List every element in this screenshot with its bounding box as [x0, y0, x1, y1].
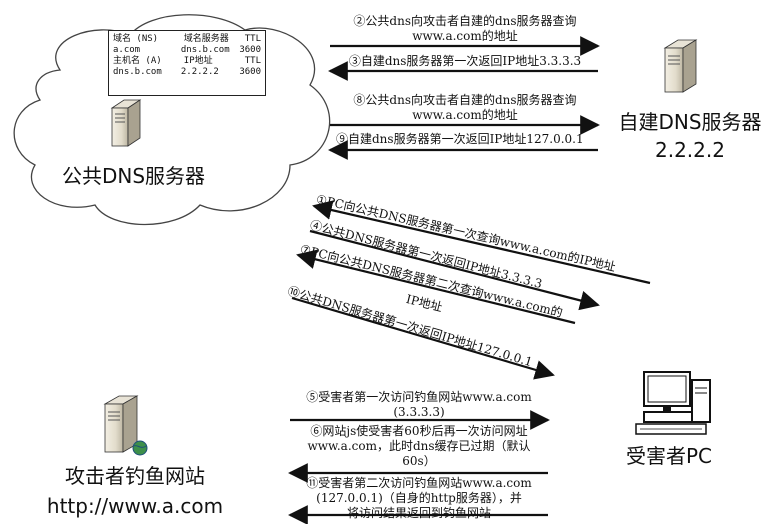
dns-cell: 2.2.2.2: [180, 67, 219, 77]
phishing-site-label: 攻击者钓鱼网站: [65, 464, 205, 488]
dns-cell: IP地址: [183, 56, 213, 66]
msg-3: ③自建dns服务器第一次返回IP地址3.3.3.3: [348, 54, 582, 68]
dns-cell: dns.b.com: [180, 45, 230, 55]
msg-6-line3: 60s）: [402, 454, 436, 468]
msg-8-line1: ⑧公共dns向攻击者自建的dns服务器查询: [353, 93, 577, 107]
msg-2-line1: ②公共dns向攻击者自建的dns服务器查询: [353, 14, 577, 28]
dns-row: 域名 (NS) 域名服务器 TTL: [113, 34, 261, 45]
msg-2-line2: www.a.com的地址: [412, 29, 518, 43]
msg-8-line2: www.a.com的地址: [412, 108, 518, 122]
arrow-4: [309, 229, 600, 311]
self-dns-server-icon: [663, 39, 698, 93]
msg-5-line1: ⑤受害者第一次访问钓鱼网站www.a.com: [306, 390, 532, 404]
msg-11-line1: ⑪受害者第二次访问钓鱼网站www.a.com: [306, 476, 532, 490]
arrow-1: [312, 200, 651, 285]
dns-cell: 3600: [239, 45, 261, 55]
arrow-7: [296, 249, 576, 325]
dns-row: 主机名 (A) IP地址 TTL: [113, 56, 261, 67]
phishing-server-icon: [103, 395, 148, 456]
dns-cell: 域名服务器: [183, 34, 229, 44]
dns-cell: 域名 (NS): [113, 34, 159, 44]
msg-6-line2: www.a.com，此时dns缓存已过期（默认: [307, 439, 531, 453]
dns-cell: 主机名 (A): [113, 56, 162, 66]
self-dns-label: 自建DNS服务器: [618, 110, 762, 134]
dns-cell: dns.b.com: [113, 67, 162, 77]
msg-6-line1: ⑥网站js使受害者60秒后再一次访问网址: [310, 424, 528, 438]
victim-pc-icon: [635, 371, 711, 435]
msg-11-line3: 将访问结果返回到钓鱼网站: [346, 506, 491, 520]
msg-9: ⑨自建dns服务器第一次返回IP地址127.0.0.1: [336, 132, 584, 146]
dns-row: dns.b.com 2.2.2.2 3600: [113, 67, 261, 78]
dns-cell: TTL: [244, 34, 261, 44]
dns-cell: a.com: [113, 45, 141, 55]
msg-11-line2: (127.0.0.1)（自身的http服务器），并: [316, 491, 522, 505]
dns-row: a.com dns.b.com 3600: [113, 45, 261, 56]
phishing-site-url: http://www.a.com: [46, 494, 224, 518]
arrow-10: [291, 296, 555, 380]
dns-cell: TTL: [244, 56, 261, 66]
dns-cell: 3600: [239, 67, 261, 77]
public-dns-server-icon: [110, 99, 142, 147]
victim-pc-label: 受害者PC: [626, 444, 713, 468]
msg-5-line2: (3.3.3.3): [393, 405, 445, 419]
dns-record-table: 域名 (NS) 域名服务器 TTL a.com dns.b.com 3600 主…: [108, 30, 266, 96]
public-dns-label: 公共DNS服务器: [62, 164, 206, 188]
self-dns-ip-label: 2.2.2.2: [655, 138, 725, 162]
